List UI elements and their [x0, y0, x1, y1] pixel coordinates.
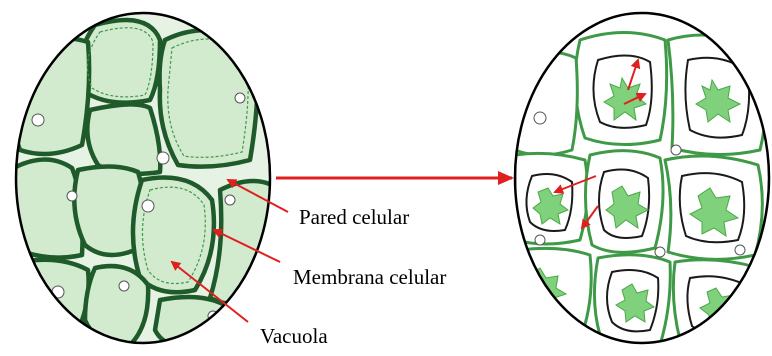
cell-membrane-label: Membrana celular [293, 265, 446, 289]
cell-wall-label: Pared celular [299, 205, 409, 229]
plasmolyzed-cells-view [515, 13, 769, 347]
vacuole-label: Vacuola [260, 324, 328, 348]
plasmolyzed-cell-network [515, 33, 768, 347]
